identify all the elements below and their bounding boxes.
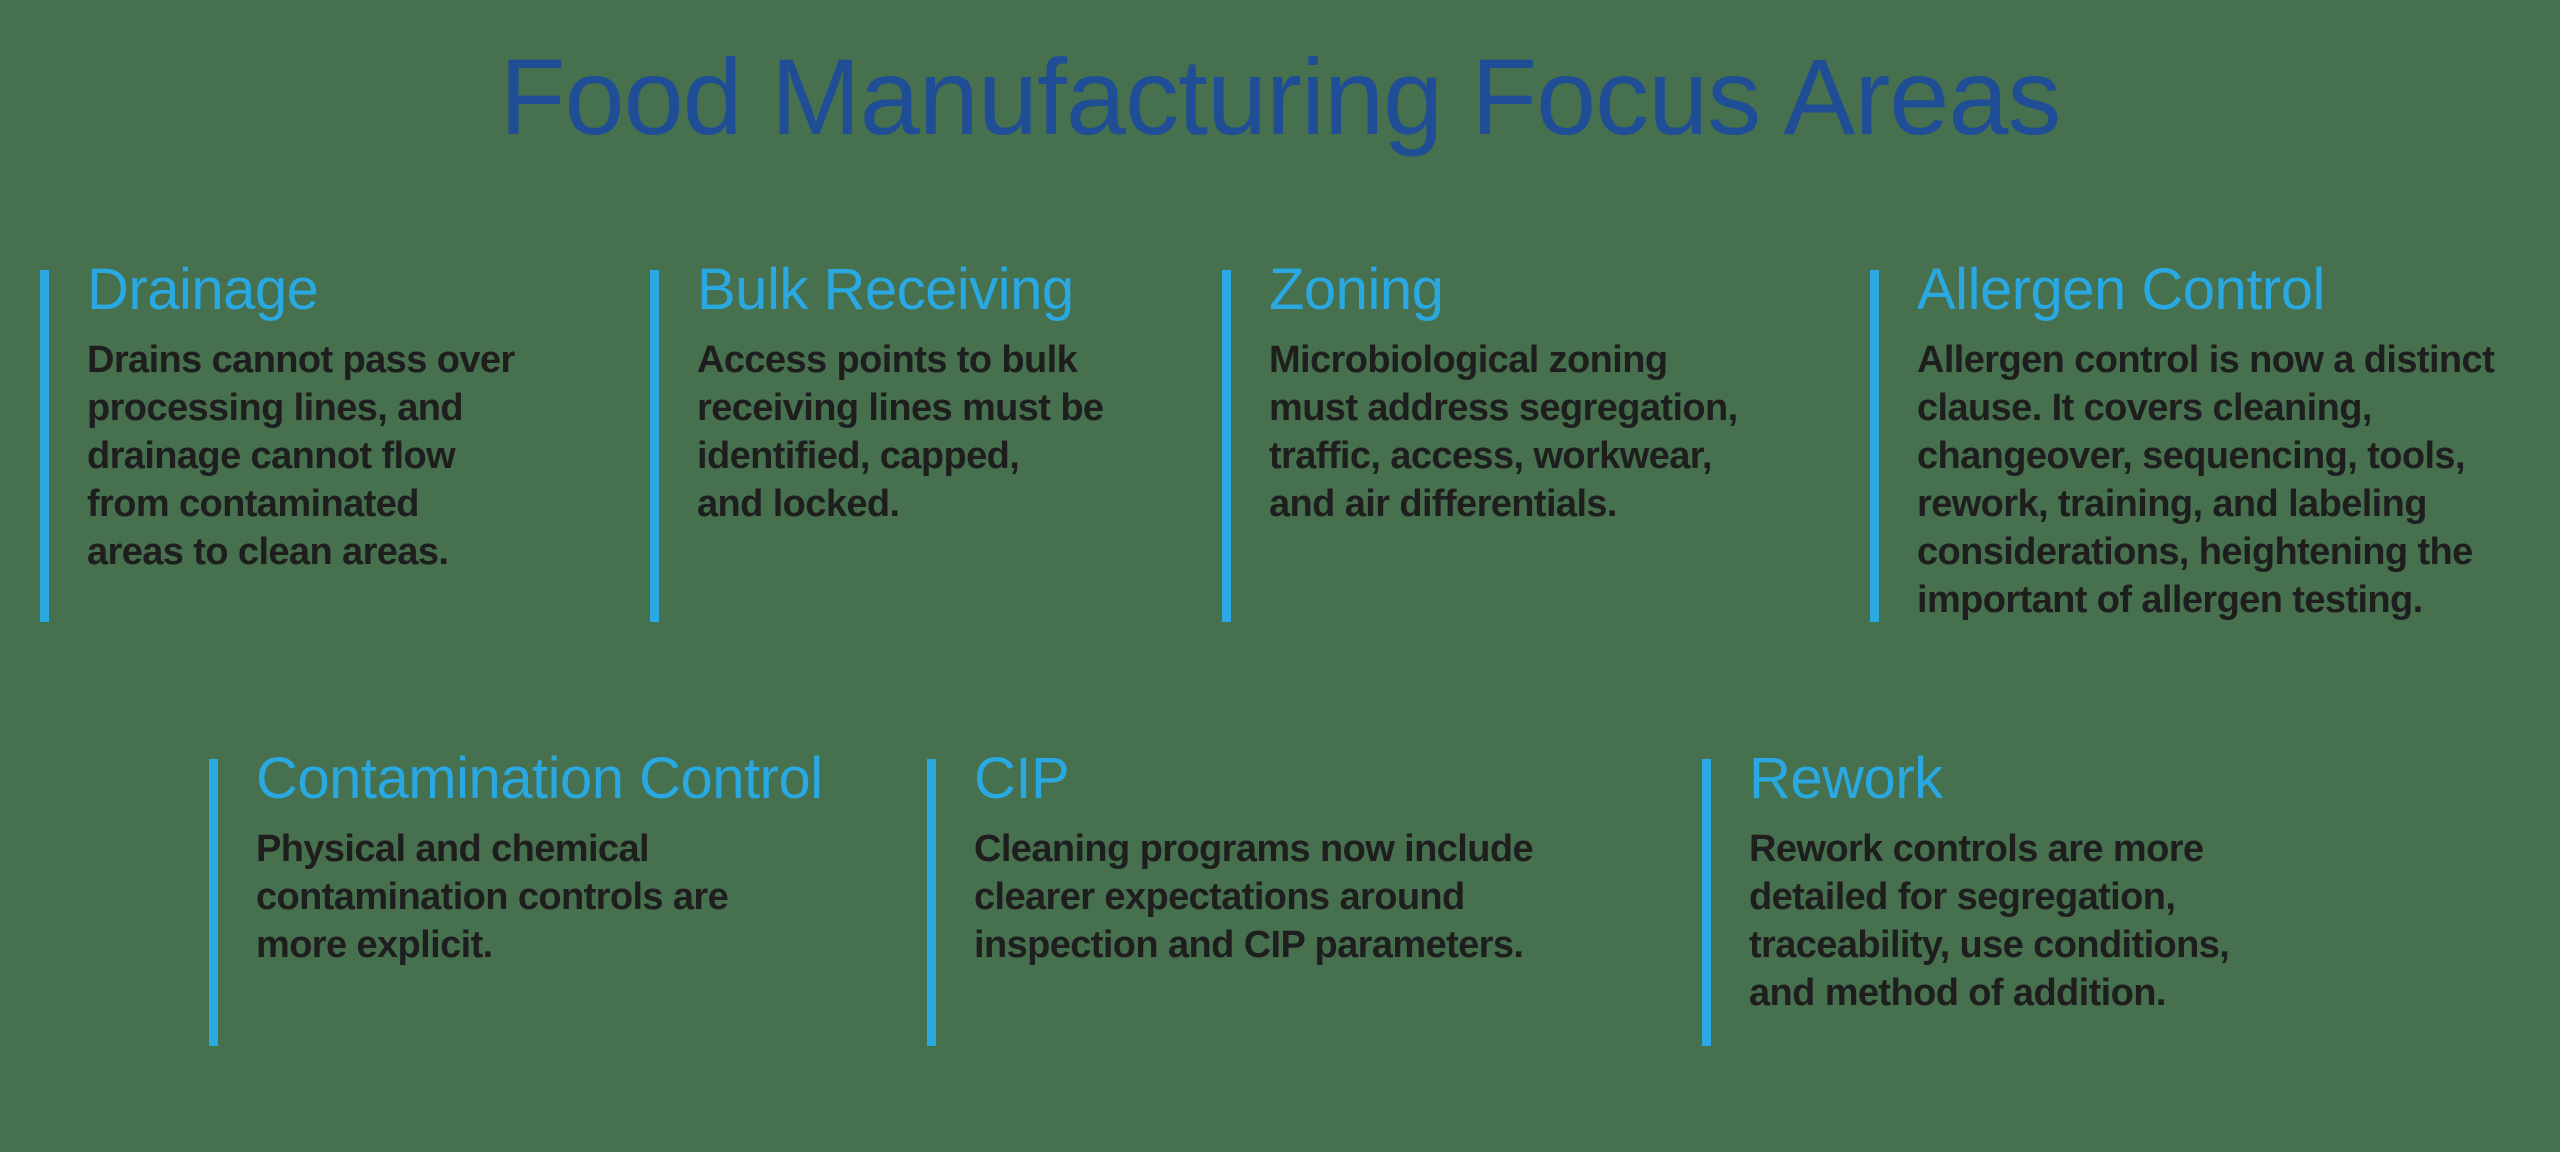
section-content: Zoning Microbiological zoning must addre… — [1269, 259, 1738, 528]
page-title: Food Manufacturing Focus Areas — [499, 36, 2062, 157]
section-allergen-control: Allergen Control Allergen control is now… — [1870, 259, 2495, 624]
section-heading: Rework — [1749, 746, 1943, 811]
section-body: Physical and chemical contamination cont… — [256, 828, 729, 966]
accent-bar — [650, 270, 659, 622]
section-body: Drains cannot pass over processing lines… — [87, 339, 515, 573]
accent-bar — [1222, 270, 1231, 622]
section-content: Contamination Control Physical and chemi… — [256, 748, 823, 969]
accent-bar — [1870, 270, 1879, 622]
section-heading: Bulk Receiving — [697, 257, 1074, 322]
section-zoning: Zoning Microbiological zoning must addre… — [1222, 259, 1738, 622]
section-heading: Allergen Control — [1917, 257, 2325, 322]
section-contamination-control: Contamination Control Physical and chemi… — [209, 748, 823, 1046]
section-body: Microbiological zoning must address segr… — [1269, 339, 1738, 525]
section-content: Drainage Drains cannot pass over process… — [87, 259, 515, 576]
section-body: Access points to bulk receiving lines mu… — [697, 339, 1104, 525]
section-body: Rework controls are more detailed for se… — [1749, 828, 2230, 1014]
section-cip: CIP Cleaning programs now include cleare… — [927, 748, 1534, 1046]
section-bulk-receiving: Bulk Receiving Access points to bulk rec… — [650, 259, 1104, 622]
section-heading: Contamination Control — [256, 746, 823, 811]
section-content: Allergen Control Allergen control is now… — [1917, 257, 2495, 624]
accent-bar — [927, 759, 936, 1046]
section-heading: Drainage — [87, 257, 319, 322]
accent-bar — [40, 270, 49, 622]
section-drainage: Drainage Drains cannot pass over process… — [40, 259, 515, 622]
section-content: Bulk Receiving Access points to bulk rec… — [697, 257, 1104, 528]
section-rework: Rework Rework controls are more detailed… — [1702, 748, 2230, 1046]
section-body: Allergen control is now a distinct claus… — [1917, 339, 2495, 621]
accent-bar — [209, 759, 218, 1046]
section-content: CIP Cleaning programs now include cleare… — [974, 746, 1534, 969]
section-content: Rework Rework controls are more detailed… — [1749, 746, 2230, 1017]
accent-bar — [1702, 759, 1711, 1046]
section-body: Cleaning programs now include clearer ex… — [974, 828, 1534, 966]
section-heading: Zoning — [1269, 257, 1444, 322]
section-heading: CIP — [974, 746, 1070, 811]
